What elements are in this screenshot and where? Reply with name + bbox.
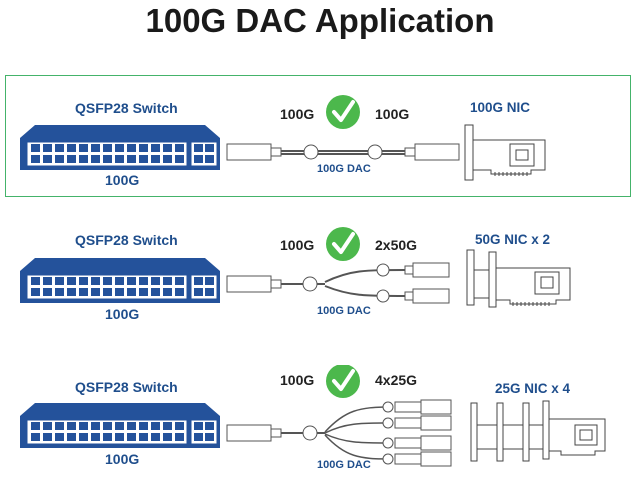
left-speed: 100G [280, 372, 315, 388]
switch-icon [20, 258, 220, 303]
switch-speed: 100G [105, 172, 140, 188]
nic-card-icon [466, 249, 571, 308]
nic-label: 50G NIC x 2 [475, 232, 551, 247]
switch-speed: 100G [105, 306, 140, 322]
dac-cable-icon [226, 262, 450, 304]
panel-100g-to-2x50g: QSFP28 Switch 100G 100G 2x50G 100G DAC 5… [5, 220, 635, 330]
switch-icon [20, 125, 220, 170]
highlight-border [5, 75, 631, 197]
panel-1-graphics [20, 95, 546, 181]
panel-2-graphics [20, 227, 571, 308]
cable-label: 100G DAC [317, 163, 371, 175]
right-speed: 4x25G [375, 372, 418, 388]
switch-icon [20, 403, 220, 448]
switch-label: QSFP28 Switch [75, 100, 178, 116]
dac-cable-icon [226, 399, 452, 467]
cable-label: 100G DAC [317, 305, 371, 317]
nic-label: 100G NIC [470, 100, 531, 115]
nic-card-icon [470, 400, 606, 462]
checkmark-icon [326, 227, 360, 261]
left-speed: 100G [280, 106, 315, 122]
checkmark-icon [326, 95, 360, 129]
panel-3-graphics [20, 365, 606, 467]
panel-100g-to-4x25g: QSFP28 Switch 100G 100G 4x25G 100G DAC 2… [5, 365, 635, 477]
switch-speed: 100G [105, 451, 140, 467]
left-speed: 100G [280, 237, 315, 253]
nic-label: 25G NIC x 4 [495, 381, 571, 396]
right-speed: 2x50G [375, 237, 418, 253]
cable-label: 100G DAC [317, 459, 371, 471]
switch-label: QSFP28 Switch [75, 379, 178, 395]
panel-100g-to-100g: QSFP28 Switch 100G 100G 100G 100G DAC 10… [5, 80, 635, 195]
nic-card-icon [464, 124, 546, 181]
checkmark-icon [326, 365, 360, 398]
dac-cable-icon [226, 143, 460, 161]
page-title: 100G DAC Application [145, 2, 495, 39]
switch-label: QSFP28 Switch [75, 232, 178, 248]
right-speed: 100G [375, 106, 410, 122]
